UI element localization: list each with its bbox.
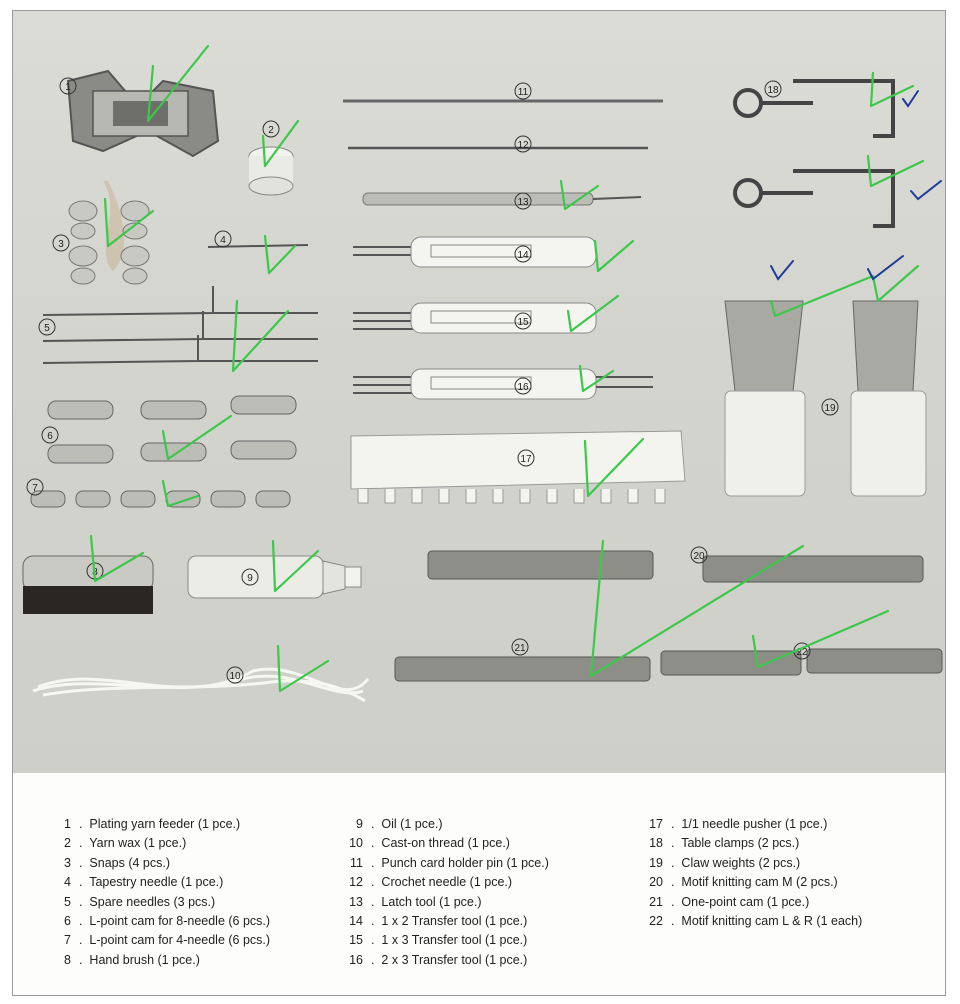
list-item: 16. 2 x 3 Transfer tool (1 pce.) [349,952,528,967]
transfer-tool-1x3 [353,302,597,334]
svg-text:12: 12 [517,140,529,151]
hand-brush [22,555,154,614]
list-item: 20. Motif knitting cam M (2 pcs.) [649,875,838,890]
list-item: 4. Tapestry needle (1 pce.) [64,875,224,890]
transfer-tool-2x3 [353,368,653,400]
list-item: 17. 1/1 needle pusher (1 pce.) [649,817,828,831]
svg-text:15: 15 [517,317,529,328]
l-point-cam-4 [30,490,291,508]
svg-text:1: 1 [65,82,71,93]
l-point-cam-8 [47,395,297,464]
list-item: 8. Hand brush (1 pce.) [64,952,200,967]
list-item: 14. 1 x 2 Transfer tool (1 pce.) [349,914,528,929]
list-item: 2. Yarn wax (1 pce.) [64,836,187,851]
list-item: 3. Snaps (4 pcs.) [64,855,171,870]
svg-text:13: 13 [517,197,529,208]
table-clamps [733,79,895,228]
list-item: 21. One-point cam (1 pce.) [649,894,810,909]
plating-yarn-feeder [66,69,220,158]
svg-text:3: 3 [58,239,64,250]
list-item: 13. Latch tool (1 pce.) [349,894,482,909]
list-item: 5. Spare needles (3 pcs.) [64,894,216,909]
motif-knitting-cam-m [702,555,924,583]
svg-text:10: 10 [229,671,241,682]
spare-needles [42,286,318,364]
claw-weights [724,300,927,497]
svg-text:11: 11 [518,87,529,98]
svg-text:14: 14 [517,250,529,261]
transfer-tool-1x2 [353,236,597,268]
list-item: 15. 1 x 3 Transfer tool (1 pce.) [349,933,528,948]
svg-text:9: 9 [247,573,253,584]
list-item: 6. L-point cam for 8-needle (6 pcs.) [64,914,271,929]
legend-column-2: 9. Oil (1 pce.) 10. Cast-on thread (1 pc… [343,815,549,970]
legend-column-3: 17. 1/1 needle pusher (1 pce.) 18. Table… [643,815,862,931]
oil-bottle [187,555,362,599]
svg-text:7: 7 [32,483,38,494]
svg-text:5: 5 [44,323,50,334]
one-point-cam [394,550,654,682]
legend-column-1: 1. Plating yarn feeder (1 pce.) 2. Yarn … [51,815,270,970]
list-item: 12. Crochet needle (1 pce.) [349,875,513,890]
svg-text:19: 19 [824,403,836,414]
svg-text:21: 21 [514,643,526,654]
needle-pusher [350,430,686,504]
list-item: 9. Oil (1 pce.) [356,817,443,831]
list-item: 7. L-point cam for 4-needle (6 pcs.) [64,933,271,948]
svg-text:20: 20 [693,551,705,562]
list-item: 22. Motif knitting cam L & R (1 each) [649,914,863,929]
svg-text:16: 16 [517,382,529,393]
svg-text:4: 4 [220,235,226,246]
snaps [68,200,150,285]
svg-text:2: 2 [268,125,274,136]
svg-text:22: 22 [796,647,808,658]
list-item: 18. Table clamps (2 pcs.) [649,836,800,851]
motif-knitting-cam-l-r [660,648,943,676]
svg-text:17: 17 [520,454,532,465]
list-item: 1. Plating yarn feeder (1 pce.) [64,817,241,831]
svg-text:6: 6 [47,431,53,442]
cast-on-thread [32,667,370,703]
yarn-wax [248,146,294,196]
svg-text:18: 18 [767,85,779,96]
list-item: 11. Punch card holder pin (1 pce.) [350,855,549,870]
parts-legend: 1. Plating yarn feeder (1 pce.) 2. Yarn … [13,775,945,995]
pen-ticks [770,90,942,281]
list-item: 10. Cast-on thread (1 pce.) [349,836,510,851]
latch-tool [362,192,642,206]
check-marks [89,44,925,693]
list-item: 19. Claw weights (2 pcs.) [649,855,801,870]
